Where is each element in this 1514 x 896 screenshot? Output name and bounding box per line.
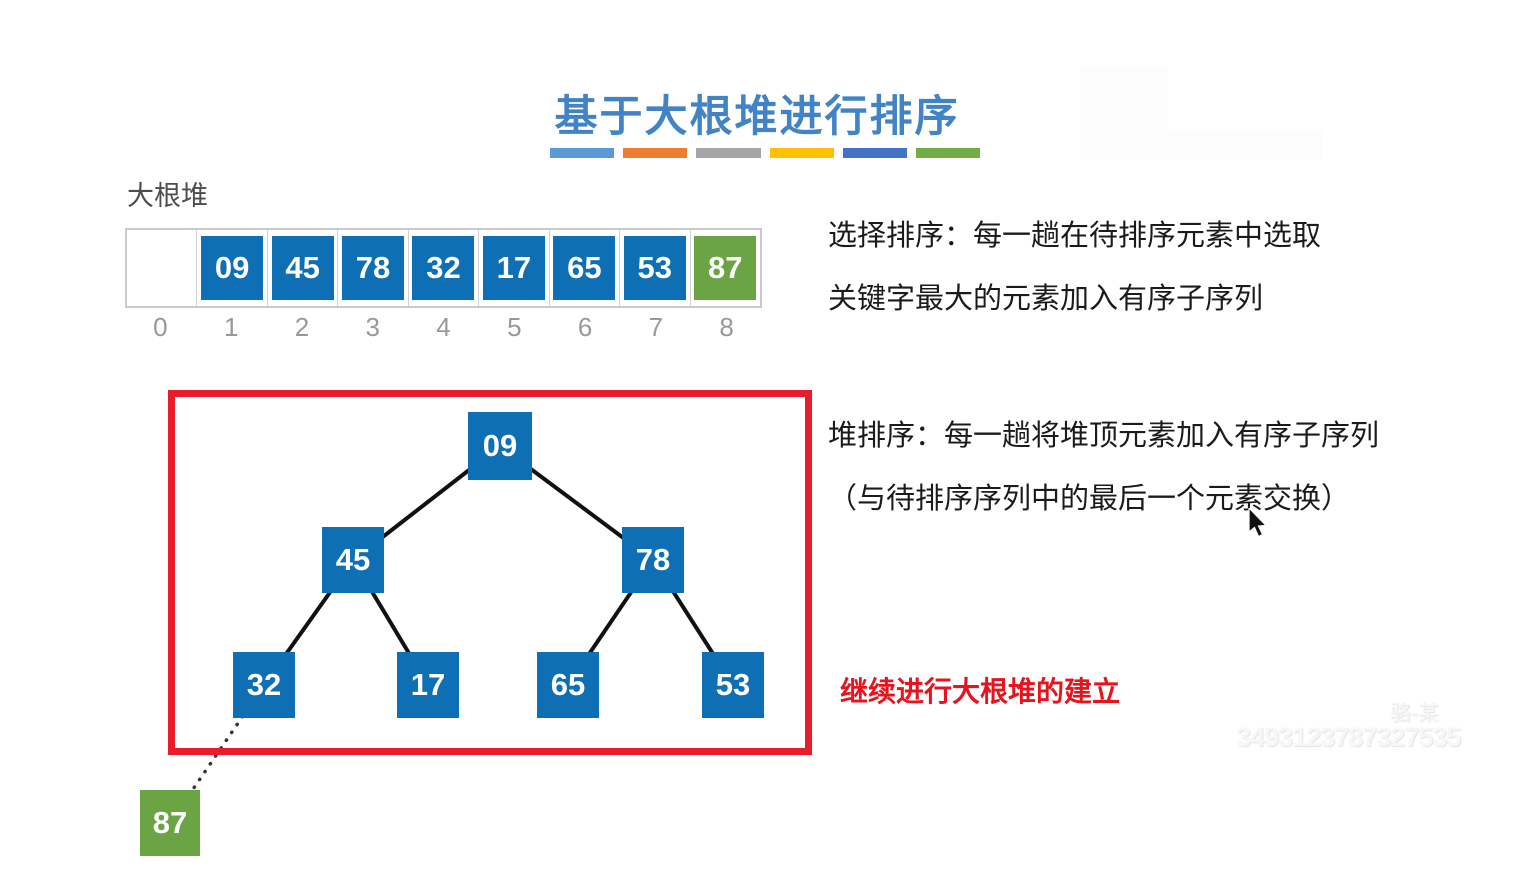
array-value: 32 xyxy=(412,236,475,300)
tree-node-45: 45 xyxy=(322,527,384,593)
array-value: 45 xyxy=(271,236,334,300)
mouse-cursor-icon xyxy=(1248,508,1268,538)
highlight-note: 继续进行大根堆的建立 xyxy=(840,676,1121,707)
array-index-label: 7 xyxy=(648,312,664,342)
array-index-label: 2 xyxy=(294,312,310,342)
heap-sort-line2: （与待排序序列中的最后一个元素交换） xyxy=(828,483,1351,515)
watermark-number: 3493123787327535 xyxy=(1236,722,1461,752)
selection-sort-note: 选择排序：每一趟在待排序元素中选取 关键字最大的元素加入有序子序列 xyxy=(828,205,1321,331)
tree-node-32: 32 xyxy=(233,652,295,718)
array-value: 87 xyxy=(694,236,757,300)
array-value: 78 xyxy=(342,236,405,300)
white-patch xyxy=(1167,131,1322,159)
array-index-label: 6 xyxy=(577,312,593,342)
array-cell-4: 32 xyxy=(407,230,478,306)
tree-node-65: 65 xyxy=(537,652,599,718)
array-cell-0 xyxy=(127,230,196,306)
accent-bar xyxy=(842,148,907,158)
array-cell-2: 45 xyxy=(266,230,337,306)
array-value: 09 xyxy=(201,236,264,300)
array-cell-6: 65 xyxy=(548,230,619,306)
array-cell-7: 53 xyxy=(619,230,689,306)
array-value: 65 xyxy=(553,236,616,300)
accent-bar xyxy=(623,148,688,158)
array-index-label: 5 xyxy=(507,312,522,342)
white-patch xyxy=(1080,67,1168,159)
tree-node-87: 87 xyxy=(140,790,200,856)
tree-node-17: 17 xyxy=(397,652,459,718)
array-index-label: 1 xyxy=(223,312,239,342)
tree-node-53: 53 xyxy=(702,652,764,718)
accent-bar xyxy=(769,148,834,158)
array-value: 53 xyxy=(623,236,686,300)
accent-bar xyxy=(696,148,761,158)
accent-bar xyxy=(915,148,981,158)
array-index-label: 3 xyxy=(365,312,380,342)
array-label: 大根堆 xyxy=(127,181,208,211)
accent-bar xyxy=(550,148,615,158)
heap-sort-note: 堆排序：每一趟将堆顶元素加入有序子序列 （与待排序序列中的最后一个元素交换） xyxy=(828,405,1379,531)
tree-node-09: 09 xyxy=(468,412,532,480)
array-cell-1: 09 xyxy=(196,230,266,306)
title-underline-bars xyxy=(550,148,981,158)
tree-node-78: 78 xyxy=(622,527,684,593)
array-index-row: 0 1 2 3 4 5 6 7 8 xyxy=(125,312,762,343)
array-cell-5: 17 xyxy=(478,230,548,306)
watermark-name: 骆-某 xyxy=(1390,702,1439,725)
array-cell-3: 78 xyxy=(337,230,407,306)
selection-sort-line2: 关键字最大的元素加入有序子序列 xyxy=(828,283,1264,315)
heap-region-highlight xyxy=(168,390,812,755)
array-index-label: 8 xyxy=(719,312,734,342)
array-index-label: 4 xyxy=(436,312,451,342)
selection-sort-line1: 选择排序：每一趟在待排序元素中选取 xyxy=(828,220,1322,252)
array-cell-8: 87 xyxy=(689,230,760,306)
heap-sort-line1: 堆排序：每一趟将堆顶元素加入有序子序列 xyxy=(828,420,1380,452)
array-value: 17 xyxy=(482,236,545,300)
array-index-label: 0 xyxy=(153,312,168,342)
page-title: 基于大根堆进行排序 xyxy=(554,93,960,141)
